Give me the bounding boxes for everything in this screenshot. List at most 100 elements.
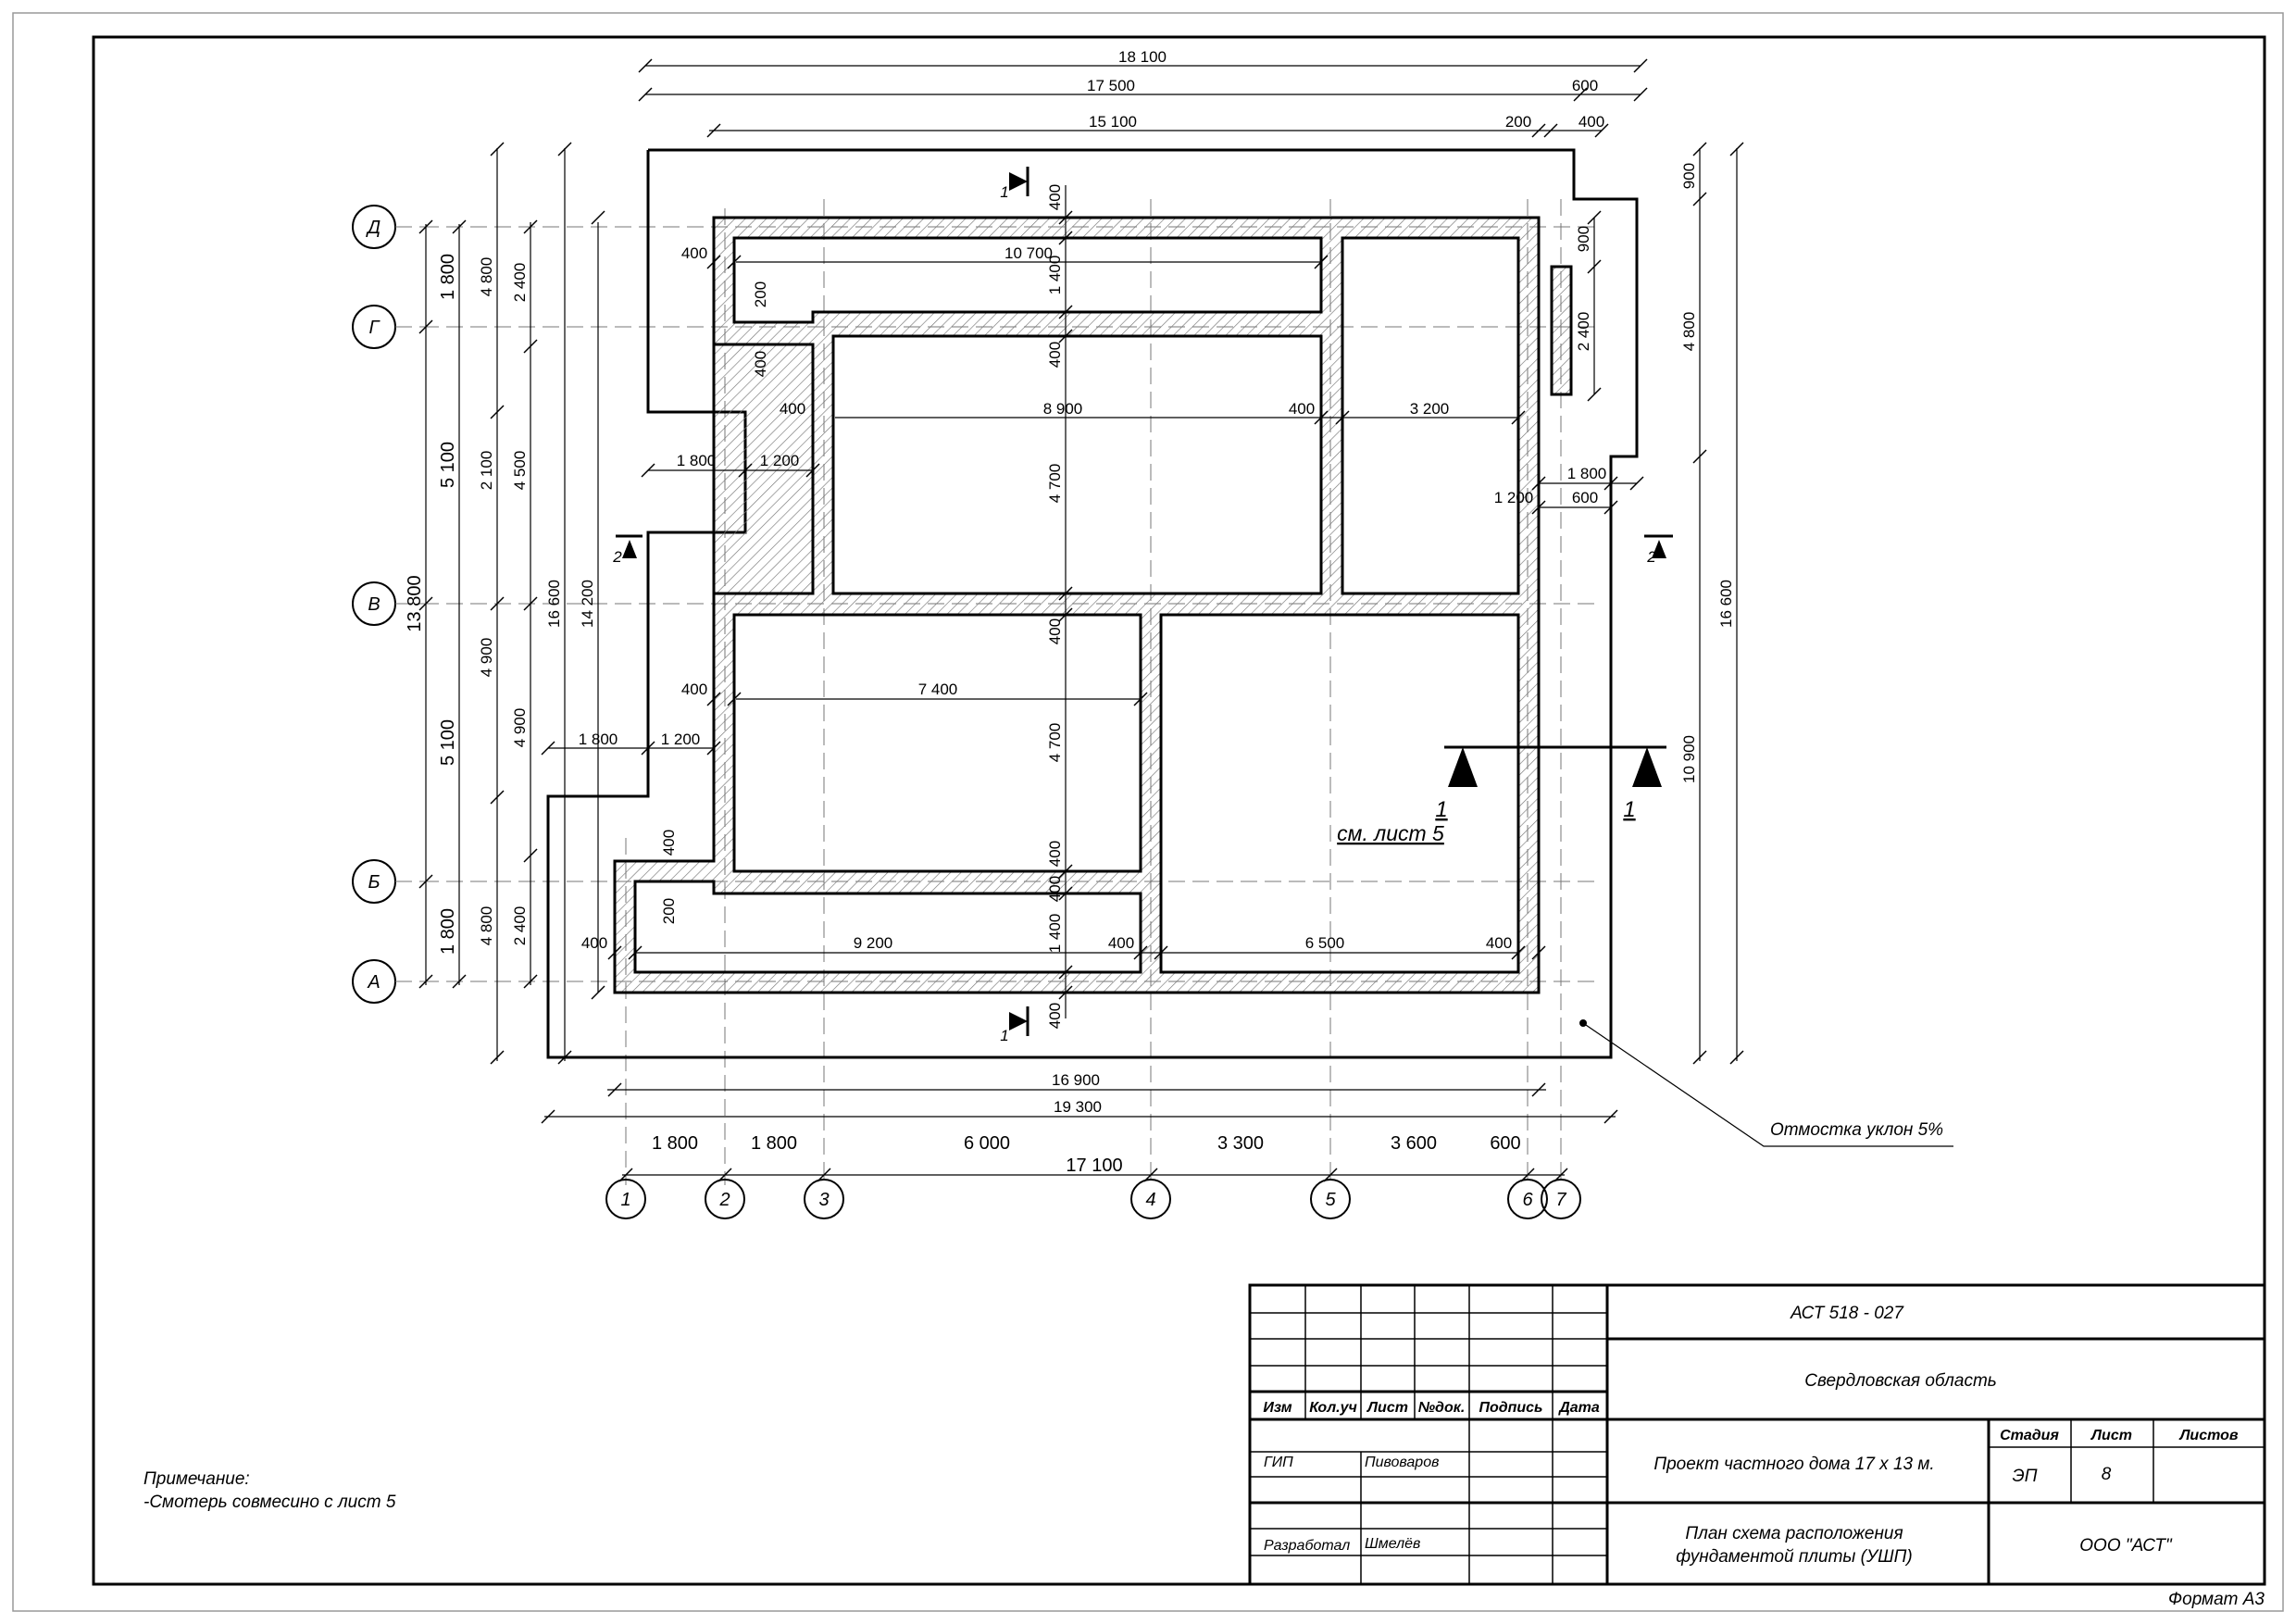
axis-col-5: 5 [1325, 1190, 1336, 1210]
dim-i-400-bot: 400 [1046, 841, 1064, 867]
dim-step-1800-r: 1 800 [1567, 465, 1607, 482]
dim-i-200-b2: 200 [660, 898, 678, 924]
tb-stage-header: Стадия [2000, 1428, 2059, 1443]
dim-spacing-4: 3 300 [1217, 1133, 1264, 1154]
section-2-left-label: 2 [612, 548, 622, 566]
dim-left-4900-c: 4 900 [511, 708, 529, 748]
dim-step-1200-l2: 1 200 [661, 731, 701, 748]
dim-16900: 16 900 [1052, 1071, 1100, 1089]
axis-row-D: Д [366, 218, 381, 238]
dim-i-400-mid: 400 [1046, 618, 1064, 644]
dim-i-6500: 6 500 [1305, 934, 1345, 952]
section-main-label-left: 1 [1435, 797, 1447, 822]
tb-sheet-title-2: фундаментой плиты (УШП) [1676, 1547, 1912, 1567]
axis-col-1: 1 [620, 1190, 630, 1210]
row-axis-labels: Д Г В Б А [366, 218, 381, 993]
dim-200-top: 200 [1505, 113, 1531, 131]
dim-600-top: 600 [1572, 77, 1598, 94]
dim-i-400-a: 400 [681, 244, 707, 262]
axis-row-B: Б [368, 872, 380, 893]
dim-18100: 18 100 [1118, 48, 1167, 66]
tb-header-izm: Изм [1263, 1400, 1292, 1416]
dim-vent-900: 900 [1575, 226, 1592, 252]
dim-left-4900-b: 4 900 [478, 638, 495, 678]
dim-i-8900: 8 900 [1043, 400, 1083, 418]
dim-left-2100: 2 100 [478, 451, 495, 491]
bottom-dimension-texts: 16 900 19 300 1 800 1 800 6 000 3 300 3 … [652, 1071, 1521, 1176]
axis-col-4: 4 [1145, 1190, 1155, 1210]
dim-i-400-c: 400 [1289, 400, 1315, 418]
dim-i-400-b2: 400 [660, 830, 678, 856]
note-title: Примечание: [144, 1469, 250, 1489]
dim-spacing-3: 6 000 [964, 1133, 1010, 1154]
section-main-label-right: 1 [1623, 797, 1635, 822]
tb-header-list: Лист [1366, 1400, 1408, 1416]
tb-region: Свердловская область [1804, 1371, 1997, 1391]
tb-header-data: Дата [1557, 1400, 1600, 1416]
title-block [1248, 1283, 2266, 1586]
dim-i-4700-bot: 4 700 [1046, 723, 1064, 763]
interior-dimension-texts: 400 10 700 1 400 400 200 400 400 400 8 9… [579, 184, 1512, 1029]
left-dimension-texts: 1 800 5 100 5 100 1 800 13 800 4 800 2 1… [405, 254, 596, 955]
dimension-ticks [418, 58, 1744, 1182]
dim-i-400-b3: 400 [1046, 876, 1064, 902]
plinth-outline [615, 218, 815, 863]
dim-i-400-e: 400 [581, 934, 607, 952]
dim-left-1800-top: 1 800 [438, 254, 458, 300]
tb-sheet-value: 8 [2102, 1465, 2112, 1484]
vent-element [1550, 265, 1573, 396]
tb-header-kolvo: Кол.уч [1309, 1400, 1357, 1416]
section-ref-label: см. лист 5 [1337, 821, 1444, 845]
dim-vent-2400: 2 400 [1575, 312, 1592, 352]
dim-right-10900: 10 900 [1680, 735, 1698, 783]
tb-gip-name: Пивоваров [1365, 1455, 1439, 1470]
dim-left-1800-bot: 1 800 [438, 908, 458, 955]
tb-company: ООО "АСТ" [2079, 1536, 2173, 1555]
dim-i-1400-bot: 1 400 [1046, 914, 1064, 954]
dim-i-3200: 3 200 [1410, 400, 1450, 418]
drawing-frame [92, 35, 2266, 1586]
tb-project: Проект частного дома 17 х 13 м. [1653, 1455, 1934, 1474]
axis-col-3: 3 [818, 1190, 829, 1210]
dim-i-10700: 10 700 [1004, 244, 1053, 262]
dim-19300: 19 300 [1054, 1098, 1102, 1116]
axis-row-G: Г [369, 318, 381, 338]
dim-i-1400-top: 1 400 [1046, 256, 1064, 295]
dim-left-13800: 13 800 [405, 575, 425, 631]
tb-stage-value: ЭП [2013, 1467, 2038, 1486]
tb-dev-role: Разработал [1264, 1538, 1350, 1554]
column-axis-bubbles [605, 1179, 1581, 1219]
dim-left-5100-top: 5 100 [438, 442, 458, 488]
section-mark-labels: 1 1 2 2 1 1 см. лист 5 [612, 183, 1656, 1044]
dim-left-4800-top: 4 800 [478, 257, 495, 297]
dim-step-600-r: 600 [1572, 489, 1598, 506]
dim-step-1200-l: 1 200 [760, 452, 800, 469]
tb-header-podpis: Подпись [1479, 1400, 1542, 1416]
dim-i-400-f: 400 [1108, 934, 1134, 952]
dim-15100: 15 100 [1089, 113, 1137, 131]
dim-spacing-5: 3 600 [1391, 1133, 1437, 1154]
axis-col-7: 7 [1555, 1190, 1566, 1210]
axis-row-V: В [368, 594, 380, 615]
axis-row-A: А [367, 972, 380, 993]
tb-sheet-header: Лист [2090, 1428, 2132, 1443]
dim-17500: 17 500 [1087, 77, 1135, 94]
axis-col-2: 2 [718, 1190, 730, 1210]
dim-i-7400: 7 400 [918, 681, 958, 698]
dim-i-400-top: 400 [1046, 184, 1064, 210]
dim-left-4500: 4 500 [511, 451, 529, 491]
axis-col-6: 6 [1522, 1190, 1533, 1210]
section-1-bottom-label: 1 [1000, 1027, 1008, 1044]
section-1-top-label: 1 [1000, 183, 1008, 201]
tb-dev-name: Шмелёв [1365, 1536, 1420, 1552]
dim-i-400-d: 400 [681, 681, 707, 698]
dim-i-4700-top: 4 700 [1046, 464, 1064, 504]
dim-i-200-left: 200 [752, 281, 769, 307]
dim-spacing-1: 1 800 [652, 1133, 698, 1154]
dim-left-2400-top: 2 400 [511, 263, 529, 303]
outer-sheet-border [12, 12, 2284, 1612]
callout-leader [1582, 1022, 1953, 1147]
top-dimension-texts: 18 100 17 500 600 15 100 200 400 [1087, 48, 1604, 131]
dim-step-1800-l2: 1 800 [579, 731, 618, 748]
tb-header-ndok: №док. [1418, 1400, 1466, 1416]
